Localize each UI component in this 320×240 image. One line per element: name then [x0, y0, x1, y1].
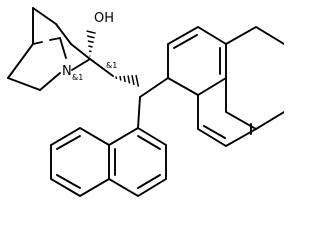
- wedge-hash: [135, 74, 140, 87]
- bond-c2-c9: [89, 58, 114, 77]
- naphthalene-upper: [167, 25, 284, 148]
- wedge-hash: [88, 50, 92, 53]
- bond-cage-7: [49, 37, 61, 41]
- naph-upper-double-3: [203, 125, 226, 139]
- naphthalene-lower: [50, 126, 167, 198]
- wedge-hash: [115, 76, 118, 80]
- bond-ch-lower-carbon: [137, 96, 141, 129]
- wedge-hash: [86, 30, 96, 34]
- naph-lower-double-1: [137, 135, 161, 150]
- bond-ch-upper-naph: [139, 77, 169, 98]
- bond-cage-8: [59, 37, 67, 59]
- naph-upper-double-1: [173, 34, 198, 49]
- hashed-wedge-oh: [86, 30, 96, 57]
- naph-upper-ring-a: [167, 25, 227, 97]
- wedge-hash: [88, 45, 93, 48]
- wedge-hash: [87, 40, 94, 44]
- bond-cage-6: [32, 41, 43, 45]
- wedge-hash: [131, 75, 135, 86]
- bond-n-c2: [71, 58, 91, 71]
- bond-c2-c9b: [70, 43, 91, 60]
- naph-lower-ring-a: [108, 127, 167, 198]
- c2-bonds: [70, 43, 114, 77]
- bond-cage-3: [7, 43, 34, 79]
- bond-cage-5: [39, 72, 61, 91]
- naph-lower-double-5: [56, 174, 81, 189]
- stereo-label-c: &1: [106, 61, 117, 70]
- naph-upper-ring-b2: [225, 77, 284, 131]
- oxygen-label: OH: [94, 11, 114, 26]
- nitrogen-label: N: [62, 64, 72, 79]
- molecule-structure: OH N &1 &1: [7, 7, 284, 198]
- quinuclidine-cage: [7, 7, 91, 91]
- stereo-label-n: &1: [72, 73, 83, 82]
- naph-lower-double-2: [137, 174, 161, 189]
- wedge-hash: [119, 75, 122, 81]
- naph-lower-ring-b: [50, 126, 110, 198]
- bond-cage-9: [55, 23, 72, 45]
- wedge-hash: [87, 35, 95, 39]
- wedge-hash: [127, 75, 131, 84]
- bond-cage-4: [7, 77, 41, 91]
- ch-bonds: [137, 77, 169, 129]
- bond-cage-1: [32, 7, 57, 25]
- naph-upper-ring-b: [225, 25, 284, 45]
- wedge-hash: [123, 75, 126, 83]
- naph-upper-ring-b3: [197, 94, 257, 148]
- hashed-wedge-ch: [115, 74, 140, 87]
- naph-lower-double-4: [56, 135, 81, 150]
